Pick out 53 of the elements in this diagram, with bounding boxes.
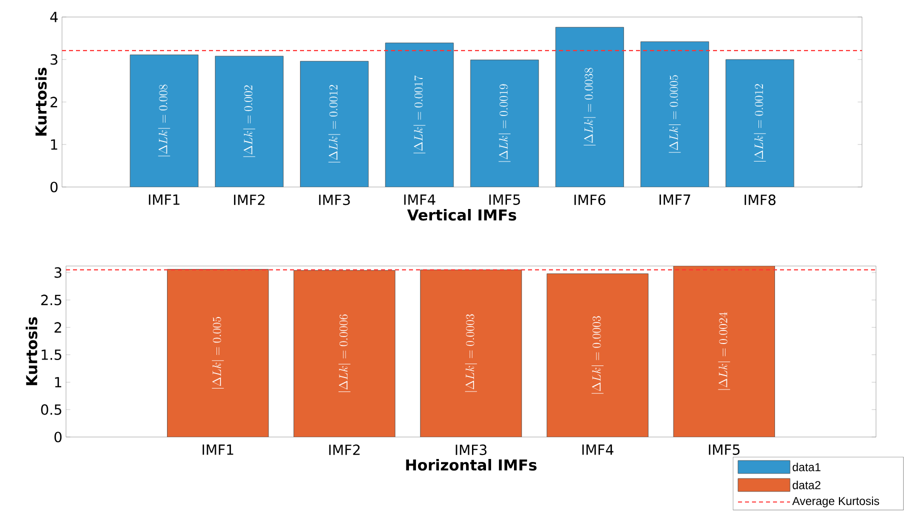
x-axis-title: Vertical IMFs <box>407 208 516 221</box>
bar-value-label: $|\Delta Lk| = 0.005$ <box>212 316 224 388</box>
x-tick-label: IMF1 <box>148 194 180 205</box>
y-tick-label: 4 <box>50 12 58 22</box>
bar <box>470 60 539 187</box>
bar <box>385 42 454 187</box>
x-tick-label: IMF1 <box>202 444 234 455</box>
bar-value-label: $|\Delta Lk| = 0.002$ <box>243 85 256 157</box>
x-tick-label: IMF5 <box>489 194 520 205</box>
y-axis-title: Kurtosis <box>26 317 38 386</box>
y-tick-label: 2 <box>54 322 62 333</box>
bar <box>215 56 284 187</box>
x-tick-label: IMF6 <box>574 194 606 206</box>
legend-label: data1 <box>792 462 820 472</box>
y-tick-label: 1.5 <box>42 350 62 360</box>
x-tick-label: IMF4 <box>404 194 436 205</box>
y-tick-label: 2.5 <box>41 294 62 306</box>
y-tick-label: 0.5 <box>41 404 62 415</box>
bar <box>130 54 198 187</box>
bar-value-label: $|\Delta Lk| = 0.0003$ <box>592 316 604 394</box>
bar-value-label: $|\Delta Lk| = 0.0017$ <box>413 75 426 154</box>
y-tick-label: 0 <box>54 432 62 442</box>
y-tick-label: 1 <box>51 139 58 150</box>
x-tick-label: IMF2 <box>329 444 360 455</box>
x-tick-label: IMF4 <box>582 444 614 455</box>
x-tick-label: IMF3 <box>319 194 350 206</box>
x-tick-label: IMF7 <box>660 194 690 205</box>
y-tick-label: 3 <box>54 267 62 278</box>
x-axis-title: Horizontal IMFs <box>406 459 537 471</box>
x-tick-label: IMF5 <box>708 444 740 455</box>
bar-value-label: $|\Delta Lk| = 0.0019$ <box>498 84 511 162</box>
y-axis-title: Kurtosis <box>35 68 47 136</box>
bar <box>300 61 368 187</box>
bar-value-label: $|\Delta Lk| = 0.008$ <box>158 84 170 156</box>
bar <box>726 59 794 187</box>
x-tick-label: IMF3 <box>456 444 486 456</box>
x-tick-label: IMF8 <box>744 194 776 206</box>
bar <box>640 42 709 187</box>
bar-value-label: $|\Delta Lk| = 0.0003$ <box>465 314 477 392</box>
bar-value-label: $|\Delta Lk| = 0.0006$ <box>338 314 350 392</box>
y-tick-label: 1 <box>55 377 62 388</box>
legend-label: data2 <box>792 480 820 490</box>
bar-value-label: $|\Delta Lk| = 0.0012$ <box>754 84 766 162</box>
x-tick-label: IMF2 <box>234 194 264 205</box>
y-tick-label: 0 <box>50 182 58 192</box>
bar-value-label: $|\Delta Lk| = 0.0038$ <box>584 68 596 146</box>
y-tick-label: 2 <box>50 96 58 108</box>
bar-value-label: $|\Delta Lk| = 0.0005$ <box>668 75 681 153</box>
legend-label: Average Kurtosis <box>792 496 880 508</box>
bar-value-label: $|\Delta Lk| = 0.0024$ <box>718 312 730 390</box>
y-tick-label: 3 <box>50 54 58 65</box>
bar <box>556 27 624 187</box>
bar-value-label: $|\Delta Lk| = 0.0012$ <box>328 85 340 162</box>
